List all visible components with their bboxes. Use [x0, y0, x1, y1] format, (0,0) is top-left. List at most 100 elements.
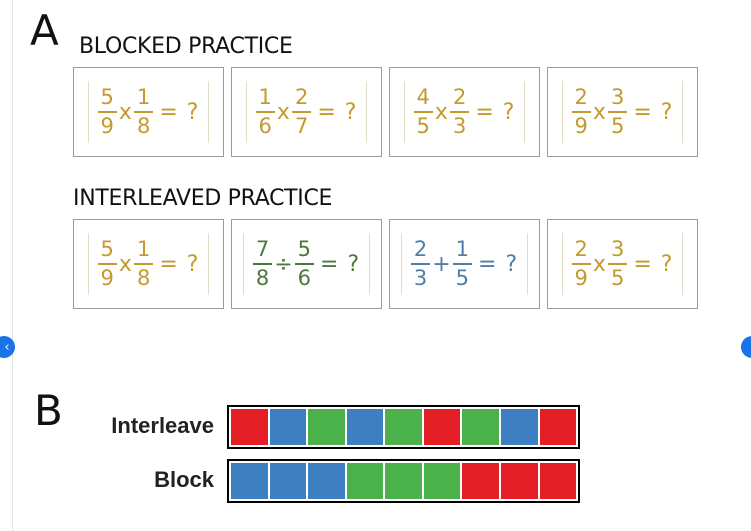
interleaved-practice-heading: INTERLEAVED PRACTICE	[73, 186, 333, 211]
operator: x	[276, 99, 290, 125]
fraction-bar	[252, 263, 273, 265]
fraction-bar	[255, 111, 275, 113]
fraction-bar	[133, 111, 154, 113]
block-sequence-bar	[227, 459, 580, 503]
numerator: 2	[574, 237, 588, 261]
denominator: 9	[100, 266, 114, 290]
denominator: 9	[574, 266, 588, 290]
fraction-bar	[452, 263, 473, 265]
denominator: 5	[416, 114, 430, 138]
numerator: 1	[455, 237, 470, 261]
fraction-bar	[413, 111, 433, 113]
fraction-bar	[291, 111, 312, 113]
equals-question: = ?	[317, 99, 358, 125]
equals-question: = ?	[478, 251, 519, 277]
denominator: 9	[100, 114, 114, 138]
interleave-sequence-bar	[227, 405, 580, 449]
sequence-block-green	[423, 463, 461, 499]
equals-question: = ?	[159, 251, 200, 277]
sequence-block-blue	[308, 463, 345, 499]
equals-question: = ?	[475, 99, 516, 125]
numerator: 2	[413, 237, 428, 261]
numerator: 1	[136, 237, 151, 261]
fraction-bar	[97, 111, 117, 113]
sequence-block-red	[231, 409, 268, 445]
sequence-block-blue	[231, 463, 268, 499]
panel-b-letter: B	[34, 386, 63, 435]
denominator: 9	[574, 114, 588, 138]
operator: +	[432, 251, 451, 277]
sequence-block-red	[539, 463, 577, 499]
equals-question: = ?	[320, 251, 361, 277]
sequence-block-green	[385, 463, 422, 499]
fraction-bar	[571, 111, 591, 113]
operator: ÷	[274, 251, 293, 277]
numerator: 4	[416, 85, 430, 109]
denominator: 5	[610, 266, 625, 290]
sequence-block-blue	[269, 409, 307, 445]
chevron-left-glyph: ‹	[4, 339, 10, 355]
denominator: 6	[297, 266, 312, 290]
numerator: 5	[297, 237, 312, 261]
interleave-label: Interleave	[111, 413, 214, 438]
numerator: 7	[255, 237, 270, 261]
equals-question: = ?	[633, 99, 674, 125]
denominator: 3	[452, 114, 467, 138]
numerator: 2	[574, 85, 588, 109]
denominator: 3	[413, 266, 428, 290]
sequence-block-red	[462, 463, 499, 499]
sequence-block-green	[346, 463, 384, 499]
equals-question: = ?	[633, 251, 674, 277]
numerator: 2	[294, 85, 309, 109]
fraction-bar	[294, 263, 315, 265]
denominator: 8	[136, 114, 151, 138]
denominator: 8	[255, 266, 270, 290]
denominator: 5	[455, 266, 470, 290]
chevron-right-icon[interactable]	[741, 336, 751, 358]
numerator: 3	[610, 237, 625, 261]
sequence-block-green	[462, 409, 499, 445]
fraction-bar	[607, 111, 628, 113]
fraction-bar	[133, 263, 154, 265]
equals-question: = ?	[159, 99, 200, 125]
denominator: 6	[258, 114, 272, 138]
denominator: 8	[136, 266, 151, 290]
fraction-bar	[571, 263, 591, 265]
sequence-block-red	[500, 463, 538, 499]
denominator: 5	[610, 114, 625, 138]
numerator: 3	[610, 85, 625, 109]
chevron-left-icon[interactable]: ‹	[0, 336, 15, 358]
numerator: 2	[452, 85, 467, 109]
block-label: Block	[154, 467, 214, 492]
operator: x	[118, 99, 132, 125]
